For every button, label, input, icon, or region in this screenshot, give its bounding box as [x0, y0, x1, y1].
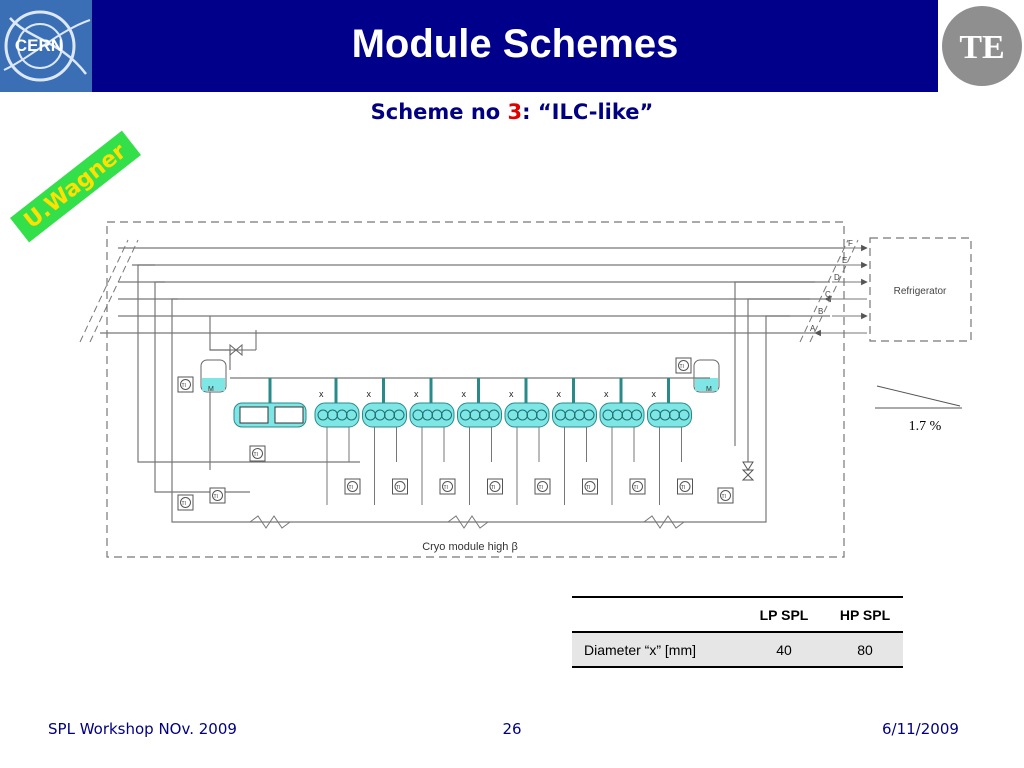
safety-valve: [741, 461, 755, 481]
phase-separator-left-mark: M: [208, 386, 214, 393]
cavity-diameter-mark: x: [652, 389, 657, 399]
svg-text:TI: TI: [491, 485, 495, 491]
line-label-a: A: [810, 324, 816, 333]
table-header-empty: [572, 596, 741, 633]
table-header-row: LP SPL HP SPL: [572, 596, 903, 633]
cryo-module-caption: Cryo module high β: [422, 541, 518, 553]
cavity-2: x: [362, 378, 407, 505]
svg-text:TI: TI: [539, 485, 543, 491]
cavity-7: x: [599, 378, 645, 505]
temperature-sensor: TI: [439, 478, 456, 495]
footer-page-number: 26: [502, 720, 522, 738]
refrigerator-label: Refrigerator: [894, 286, 947, 297]
table-cell-label: Diameter “x” [mm]: [572, 632, 741, 668]
cavity-6: x: [552, 378, 597, 505]
header-bar: [0, 0, 938, 92]
table-header-lp: LP SPL: [741, 596, 827, 633]
svg-text:TI: TI: [396, 485, 400, 491]
svg-text:TI: TI: [182, 383, 186, 389]
slope-value: 1.7 %: [909, 419, 942, 434]
subtitle-suffix: : “ILC-like”: [522, 100, 654, 124]
subtitle-prefix: Scheme no: [370, 100, 508, 124]
temperature-sensor: TI: [177, 494, 194, 511]
svg-text:TI: TI: [722, 494, 726, 500]
line-label-f: F: [848, 239, 853, 248]
caption-text: Cryo module high: [422, 541, 511, 553]
diameter-table: LP SPL HP SPL Diameter “x” [mm] 40 80: [572, 596, 903, 668]
temperature-sensor: TI: [675, 357, 692, 374]
cryo-module-boundary: [106, 221, 845, 558]
scheme-number: 3: [507, 100, 523, 124]
refrigerator-connections: [814, 244, 868, 337]
phase-separator-right-mark: M: [706, 386, 712, 393]
line-label-d: D: [834, 273, 840, 282]
svg-text:TI: TI: [214, 494, 218, 500]
process-lines: [100, 247, 845, 334]
refrigerator-box: [869, 237, 972, 342]
top-valve: [210, 330, 257, 357]
table-cell-hp: 80: [827, 632, 903, 668]
svg-text:TI: TI: [586, 485, 590, 491]
svg-text:TI: TI: [681, 485, 685, 491]
line-labels: F E D C B A: [810, 239, 853, 333]
cavity-diameter-mark: x: [319, 389, 324, 399]
temperature-sensor: TI: [677, 478, 693, 495]
table-header-hp: HP SPL: [827, 596, 903, 633]
cern-logo: CERN: [0, 0, 92, 92]
temperature-sensor: TI: [534, 478, 551, 495]
temperature-sensor: TI: [629, 478, 646, 495]
phase-separator-right: M: [693, 359, 720, 393]
cavity-8: x: [647, 378, 692, 505]
temperature-sensor: TI: [392, 478, 408, 495]
temperature-sensors: TI TI TI TI TI TI TI TI TI TI TI TI TI TI: [177, 357, 755, 511]
page-title: Module Schemes: [351, 22, 679, 66]
table-row: Diameter “x” [mm] 40 80: [572, 632, 903, 668]
temperature-sensor: TI: [487, 478, 503, 495]
scheme-subtitle: Scheme no 3: “ILC-like”: [0, 100, 1024, 124]
beta-symbol: β: [511, 541, 517, 553]
phase-separator-left: M: [200, 359, 227, 393]
cavity-diameter-mark: x: [367, 389, 372, 399]
temperature-sensor: TI: [344, 478, 361, 495]
cavity-diameter-mark: x: [414, 389, 419, 399]
line-label-b: B: [818, 307, 823, 316]
cavity-1: x: [314, 378, 360, 505]
temperature-sensor: TI: [249, 445, 266, 462]
cavity-diameter-mark: x: [604, 389, 609, 399]
heat-exchangers: [249, 515, 685, 529]
svg-text:TI: TI: [680, 364, 684, 370]
interconnect-slashes: [79, 239, 859, 343]
footer-workshop: SPL Workshop NOv. 2009: [48, 720, 237, 738]
te-logo: TE: [942, 4, 1022, 88]
svg-text:TI: TI: [349, 485, 353, 491]
temperature-sensor: TI: [582, 478, 598, 495]
te-logo-text: TE: [959, 29, 1004, 66]
svg-text:TI: TI: [634, 485, 638, 491]
temperature-sensor: TI: [717, 487, 734, 504]
cavity-5: x: [504, 378, 550, 505]
line-label-c: C: [825, 290, 831, 299]
quadrupole-package: [233, 378, 307, 428]
cryo-module-diagram: Refrigerator F E D C B A: [79, 221, 972, 558]
table-cell-lp: 40: [741, 632, 827, 668]
temperature-sensor: TI: [209, 487, 226, 504]
footer-date: 6/11/2009: [882, 720, 959, 738]
cavity-diameter-mark: x: [462, 389, 467, 399]
temperature-sensor: TI: [177, 376, 194, 393]
cern-logo-text: CERN: [15, 36, 63, 55]
slope-indicator: 1.7 %: [875, 385, 962, 434]
distribution-lines: [137, 264, 815, 523]
cavity-3: x: [409, 378, 455, 505]
svg-text:TI: TI: [182, 501, 186, 507]
cavity-diameter-mark: x: [509, 389, 514, 399]
svg-text:TI: TI: [444, 485, 448, 491]
svg-text:TI: TI: [254, 452, 258, 458]
line-label-e: E: [842, 256, 847, 265]
cavity-4: x: [457, 378, 502, 505]
cavity-diameter-mark: x: [557, 389, 562, 399]
